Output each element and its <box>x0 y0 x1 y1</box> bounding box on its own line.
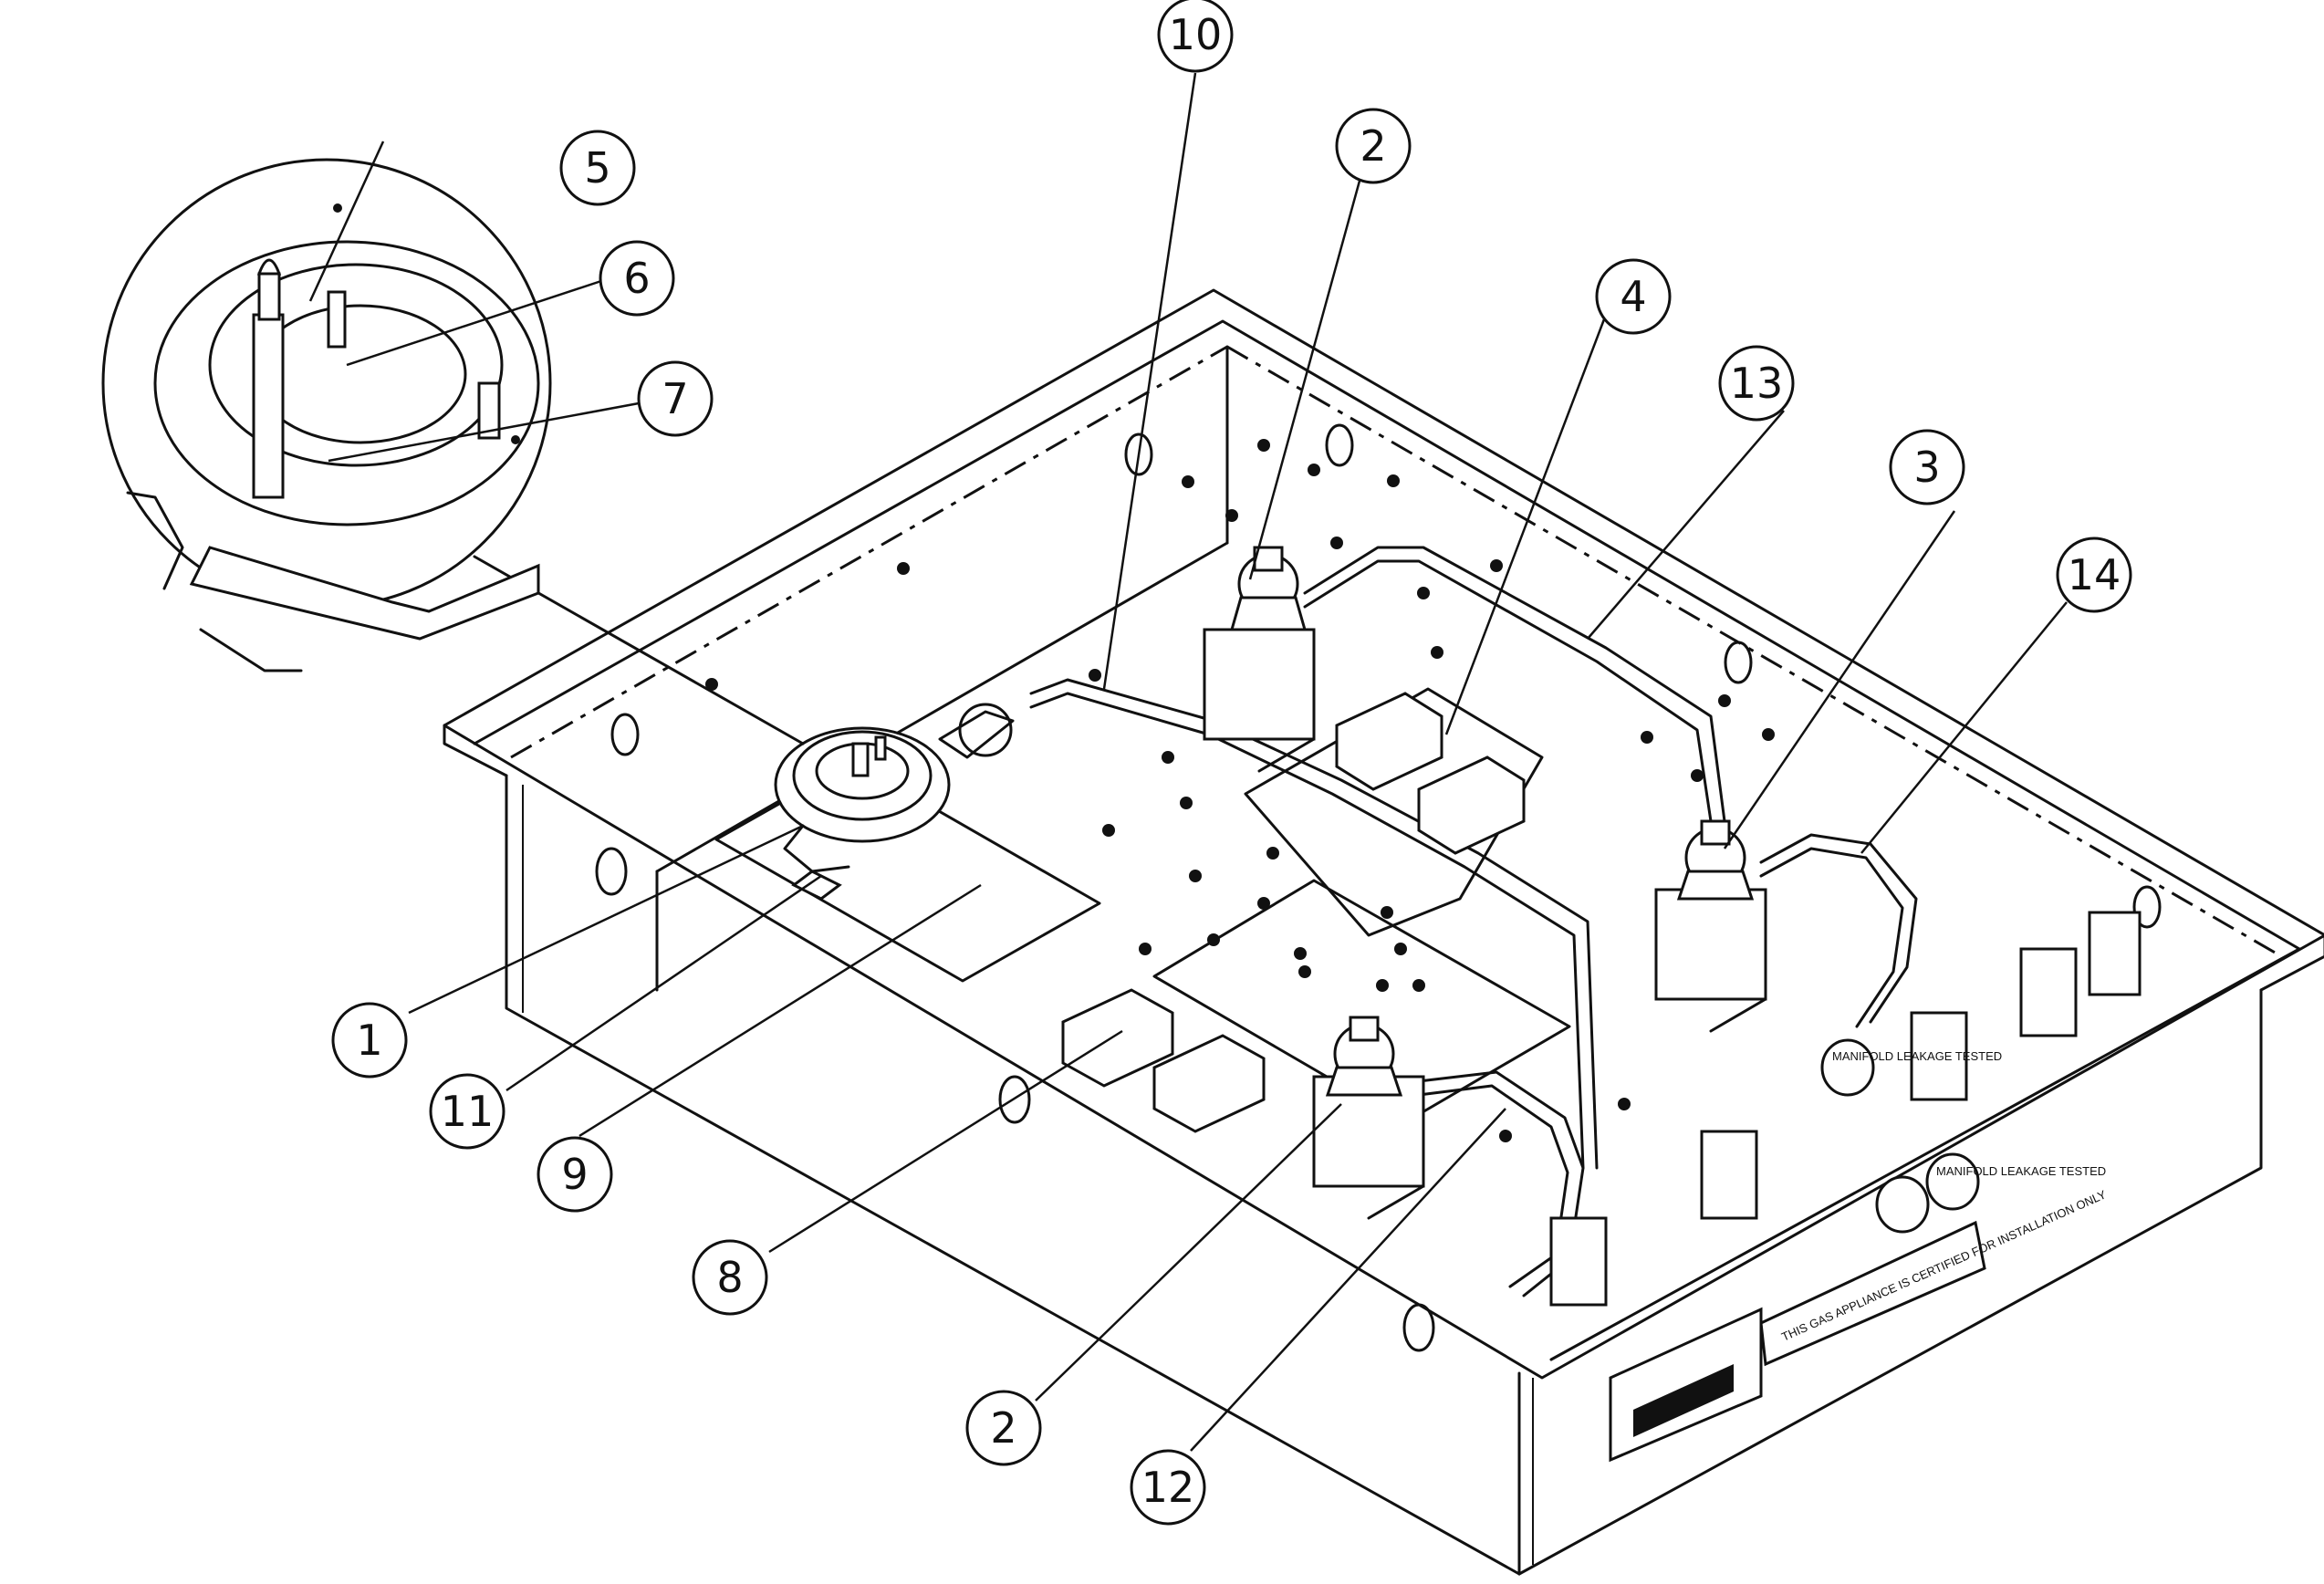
valve-rear <box>1203 546 1316 773</box>
svg-text:5: 5 <box>584 143 610 193</box>
svg-text:6: 6 <box>623 254 650 303</box>
cooktop-chassis <box>443 288 2324 1576</box>
leakage-tag-1: MANIFOLD LEAKAGE TESTED <box>1832 1049 2002 1063</box>
callout-10: 10 <box>1157 0 1234 73</box>
callouts: 5 6 7 10 2 4 13 3 <box>331 0 2132 1526</box>
svg-text:11: 11 <box>441 1087 495 1136</box>
callout-3: 3 <box>1889 429 1965 505</box>
svg-text:7: 7 <box>662 374 688 423</box>
callout-13: 13 <box>1718 345 1795 422</box>
callout-1: 1 <box>331 1002 408 1079</box>
svg-text:10: 10 <box>1169 10 1223 59</box>
callout-14: 14 <box>2056 537 2132 613</box>
leakage-tag-2: MANIFOLD LEAKAGE TESTED <box>1936 1164 2106 1178</box>
valve-right <box>1654 819 1767 1033</box>
svg-text:2: 2 <box>1360 121 1386 171</box>
valve-front <box>1312 1016 1425 1220</box>
callout-11: 11 <box>429 1073 505 1150</box>
svg-text:9: 9 <box>561 1150 588 1199</box>
callout-7: 7 <box>637 360 714 437</box>
svg-text:13: 13 <box>1730 359 1784 408</box>
control-brackets <box>1549 911 2142 1307</box>
manifold-tags: MANIFOLD LEAKAGE TESTED MANIFOLD LEAKAGE… <box>1820 1038 2106 1234</box>
callout-leaders <box>308 72 2068 1452</box>
callout-4: 4 <box>1595 258 1672 335</box>
spark-modules-front <box>1061 988 1266 1133</box>
callout-2-rear: 2 <box>1335 108 1412 184</box>
callout-6: 6 <box>599 240 675 317</box>
svg-text:1: 1 <box>356 1016 382 1065</box>
burner-assembly <box>774 703 1015 901</box>
gas-manifold-pipes <box>1029 546 1918 1297</box>
spark-modules-center <box>1335 692 1526 855</box>
warning-plate-text: THIS GAS APPLIANCE IS CERTIFIED FOR INST… <box>1779 1187 2109 1344</box>
svg-text:3: 3 <box>1913 443 1940 492</box>
callout-8: 8 <box>692 1239 768 1316</box>
svg-text:14: 14 <box>2068 550 2121 599</box>
callout-9: 9 <box>537 1136 613 1213</box>
warning-plate: THIS GAS APPLIANCE IS CERTIFIED FOR INST… <box>1759 1187 2109 1367</box>
burner-detail-view <box>101 158 805 745</box>
svg-text:4: 4 <box>1620 272 1646 321</box>
callout-12: 12 <box>1130 1449 1206 1526</box>
rating-plate <box>1609 1307 1763 1463</box>
svg-text:2: 2 <box>990 1403 1016 1453</box>
floor-rivets <box>705 439 1775 1142</box>
callout-5: 5 <box>559 130 636 206</box>
svg-text:8: 8 <box>716 1253 743 1302</box>
svg-text:12: 12 <box>1141 1463 1195 1512</box>
callout-2-front: 2 <box>965 1390 1042 1466</box>
